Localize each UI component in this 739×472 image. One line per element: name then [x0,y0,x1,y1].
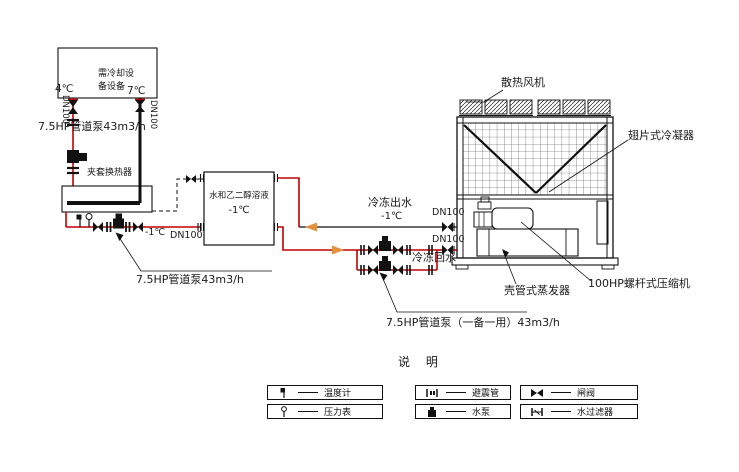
leader-lines [115,89,629,313]
glycol-temp-label: -1℃ [228,205,250,216]
gate-valve-icon [442,245,453,255]
bypass-dashed-line [152,175,204,212]
pressure-gauge-icon [85,213,93,227]
heat-exchanger [61,185,153,213]
gate-valve-icon [68,100,78,114]
oil-separator [596,200,609,245]
pump-icon [67,150,87,163]
legend-item-flex-joint: 避震管 [415,385,511,400]
legend-item-pressure-gauge: 压力表 [267,404,383,419]
glycol-solution-label: 水和乙二醇溶液 [209,191,269,201]
dual-pump-label: 7.5HP管道泵（一备一用）43m3/h [386,316,560,329]
compressor-label: 100HP螺杆式压缩机 [588,277,690,290]
chilled-return-line [277,223,457,275]
legend-item-thermometer: 温度计 [267,385,383,400]
legend-dash [551,411,571,412]
flow-arrow-left-icon [305,222,317,232]
legend-title: 说 明 [398,355,444,369]
cooling-load-box [57,47,158,99]
legend-label: 温度计 [324,389,352,399]
legend-item-water-pump: 水泵 [415,404,511,419]
gate-valve-icon [531,388,543,397]
supply-temp-label: 4℃ [55,83,74,95]
gate-valve-icon [368,245,403,275]
return-temp-label: 7℃ [127,85,146,97]
legend-dash [551,392,571,393]
condenser-coil [462,122,608,196]
evaporator-label: 壳管式蒸发器 [504,284,570,297]
gate-valve-icon [186,175,196,183]
pressure-gauge-icon [281,405,287,417]
pump-icon [113,213,124,229]
chilled-return-label: 冷冻回水 [412,251,456,264]
legend-dash [446,392,466,393]
legend-label: 水泵 [472,408,491,418]
chilled-supply-label: 冷冻出水 [368,196,412,209]
legend-label: 闸阀 [577,389,596,399]
legend-dash [446,411,466,412]
return-dn-label: DN100 [432,234,465,245]
left-supply-pipe [67,98,87,186]
chilled-supply-temp-label: -1℃ [381,211,403,222]
pump-icon [428,406,436,417]
legend-dash [298,411,318,412]
flow-arrow-right-icon [332,245,344,255]
gate-valve-icon [93,222,143,232]
fan-assembly [459,99,611,116]
hx-circulation-line [65,212,202,232]
flex-joint-icon [67,118,79,175]
flange-icon [199,174,279,231]
heat-exchanger-label: 夹套换热器 [87,168,133,178]
flex-joint-icon [360,245,433,275]
compressor [473,196,534,230]
top-pump-label: 7.5HP管道泵43m3/h [38,120,146,133]
evaporator [476,228,579,257]
hx-outlet-dn-label: DN100 [170,230,203,241]
cooling-load-name-line2: 备设备 [98,82,126,92]
legend-label: 压力表 [324,408,352,418]
legend-label: 避震管 [472,389,500,399]
chiller-base [451,257,619,266]
hx-outlet-temp-label: -1℃ [145,227,166,238]
cooling-load-name-line1: 需冷却设 [98,69,135,79]
gate-valve-icon [442,222,453,232]
thermometer-icon [76,214,82,227]
legend-item-water-filter: 水过滤器 [520,404,638,419]
supply-dn-label: DN100 [432,207,465,218]
legend-label: 水过滤器 [577,408,614,418]
right-return-pipe [135,98,145,203]
flex-joint-icon [426,388,438,397]
flex-joint-icon [106,222,131,232]
condenser-label: 翅片式冷凝器 [628,129,694,142]
thermometer-icon [280,387,285,398]
chilled-supply-line [277,177,453,232]
water-filter-icon [531,407,543,416]
pump-icon [379,236,391,271]
left-pump-label: 7.5HP管道泵43m3/h [136,273,244,286]
legend-dash [298,392,318,393]
right-pipe-dn-label: DN100 [148,100,158,130]
fan-label: 散热风机 [501,76,545,89]
chiller-unit [451,99,619,270]
legend-item-gate-valve: 闸阀 [520,385,638,400]
gate-valve-icon [135,100,145,112]
